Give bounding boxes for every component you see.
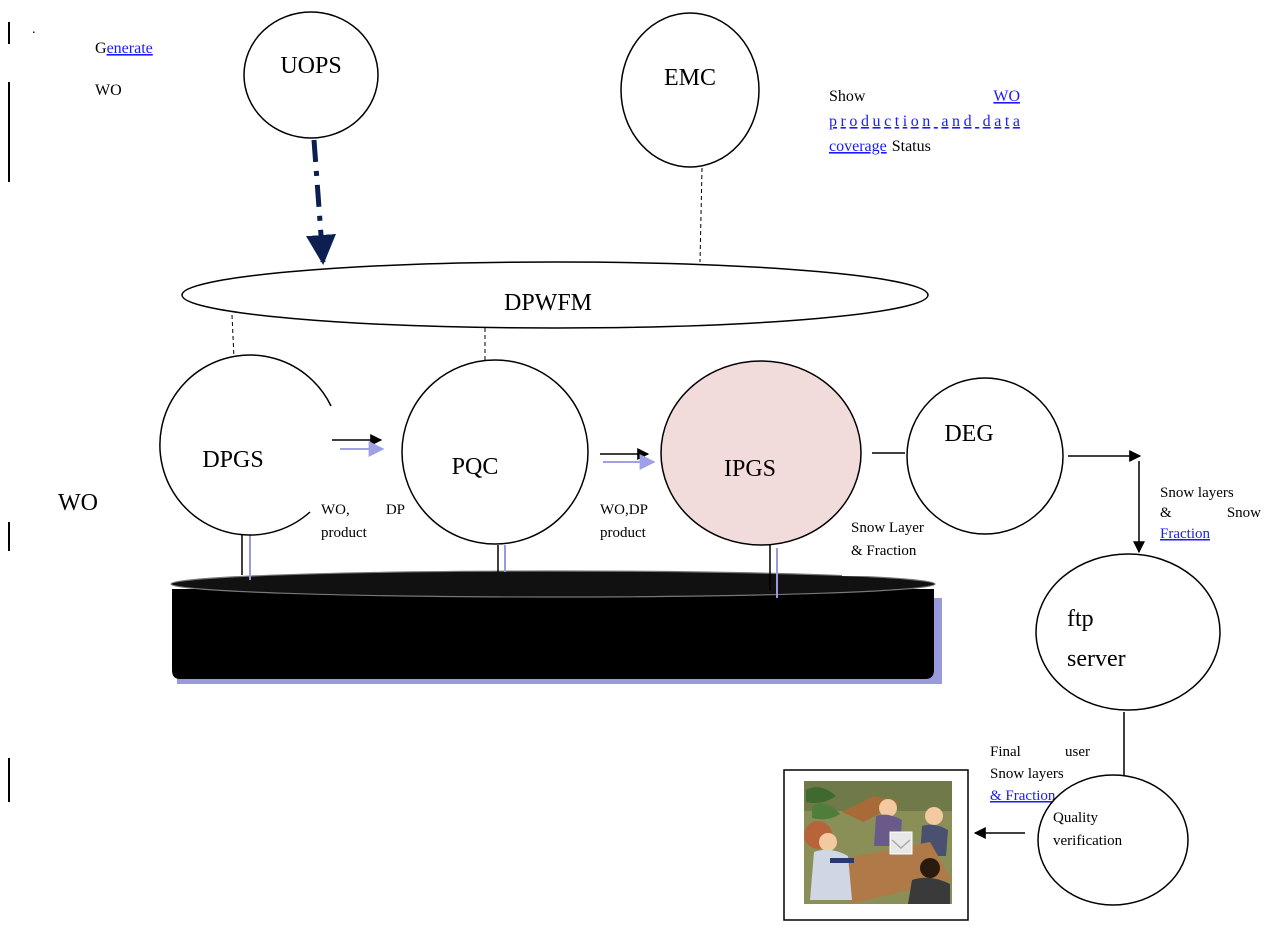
quality-verification-node bbox=[1037, 774, 1189, 906]
generate-label[interactable]: Generate bbox=[95, 40, 153, 57]
generate-wo-label: WO bbox=[95, 82, 122, 99]
pqc-node bbox=[401, 359, 589, 545]
ipgs-output-line1: Snow Layer bbox=[851, 520, 924, 536]
deg-output-line2b: Snow bbox=[1227, 505, 1261, 521]
dpwfm-node bbox=[181, 261, 929, 329]
pqc-output-line1: WO,DP bbox=[600, 502, 648, 518]
quality-label-line2: verification bbox=[1053, 833, 1123, 849]
stray-dot: . bbox=[32, 22, 36, 37]
uops-to-dpwfm-arrow bbox=[306, 139, 336, 265]
final-line2: Snow layers bbox=[990, 766, 1064, 782]
dpgs-node bbox=[159, 354, 332, 536]
dpgs-output-line2: product bbox=[321, 525, 368, 541]
san-label: SAN bbox=[524, 620, 572, 646]
pqc-label: PQC bbox=[452, 454, 499, 480]
deg-output-line1: Snow layers bbox=[1160, 485, 1234, 501]
quality-label-line1: Quality bbox=[1053, 810, 1098, 826]
deg-fraction-link[interactable]: Fraction bbox=[1160, 526, 1210, 542]
ipgs-node bbox=[660, 360, 862, 546]
final-line1b: user bbox=[1065, 744, 1090, 760]
business-meeting-clipart-icon bbox=[804, 781, 952, 904]
ftp-server-node bbox=[1035, 553, 1221, 711]
ipgs-label: IPGS bbox=[724, 456, 776, 482]
san-top-mask bbox=[842, 562, 932, 576]
emc-node bbox=[620, 12, 760, 168]
deg-node bbox=[906, 377, 1064, 535]
emc-to-dpwfm-link bbox=[699, 167, 703, 263]
emc-show-label: Show bbox=[829, 88, 866, 105]
wo-left-label: WO bbox=[58, 490, 98, 516]
emc-wo-link[interactable]: WO bbox=[993, 88, 1020, 105]
ipgs-output-line2: & Fraction bbox=[851, 543, 917, 559]
dpwfm-label: DPWFM bbox=[504, 290, 592, 316]
ftp-label-line2: server bbox=[1067, 646, 1126, 672]
dpgs-label: DPGS bbox=[202, 447, 263, 473]
final-line1a: Final bbox=[990, 744, 1021, 760]
ftp-label-line1: ftp bbox=[1067, 606, 1094, 632]
dpwfm-to-dpgs-link bbox=[231, 314, 235, 359]
uops-node bbox=[243, 11, 379, 139]
final-fraction-link[interactable]: & Fraction bbox=[990, 788, 1056, 804]
uops-label: UOPS bbox=[280, 53, 341, 79]
generate-link[interactable]: enerate bbox=[107, 40, 153, 57]
emc-production-link[interactable]: production and data bbox=[829, 113, 1020, 130]
emc-label: EMC bbox=[664, 65, 716, 91]
pqc-output-line2: product bbox=[600, 525, 647, 541]
deg-label: DEG bbox=[944, 421, 993, 447]
dpgs-output-line1b: DP bbox=[386, 502, 405, 518]
dpgs-output-line1a: WO, bbox=[321, 502, 350, 518]
deg-output-line2a: & bbox=[1160, 505, 1172, 521]
san-body bbox=[172, 589, 934, 679]
emc-coverage-link[interactable]: coverage bbox=[829, 138, 887, 155]
san-top bbox=[170, 570, 936, 598]
